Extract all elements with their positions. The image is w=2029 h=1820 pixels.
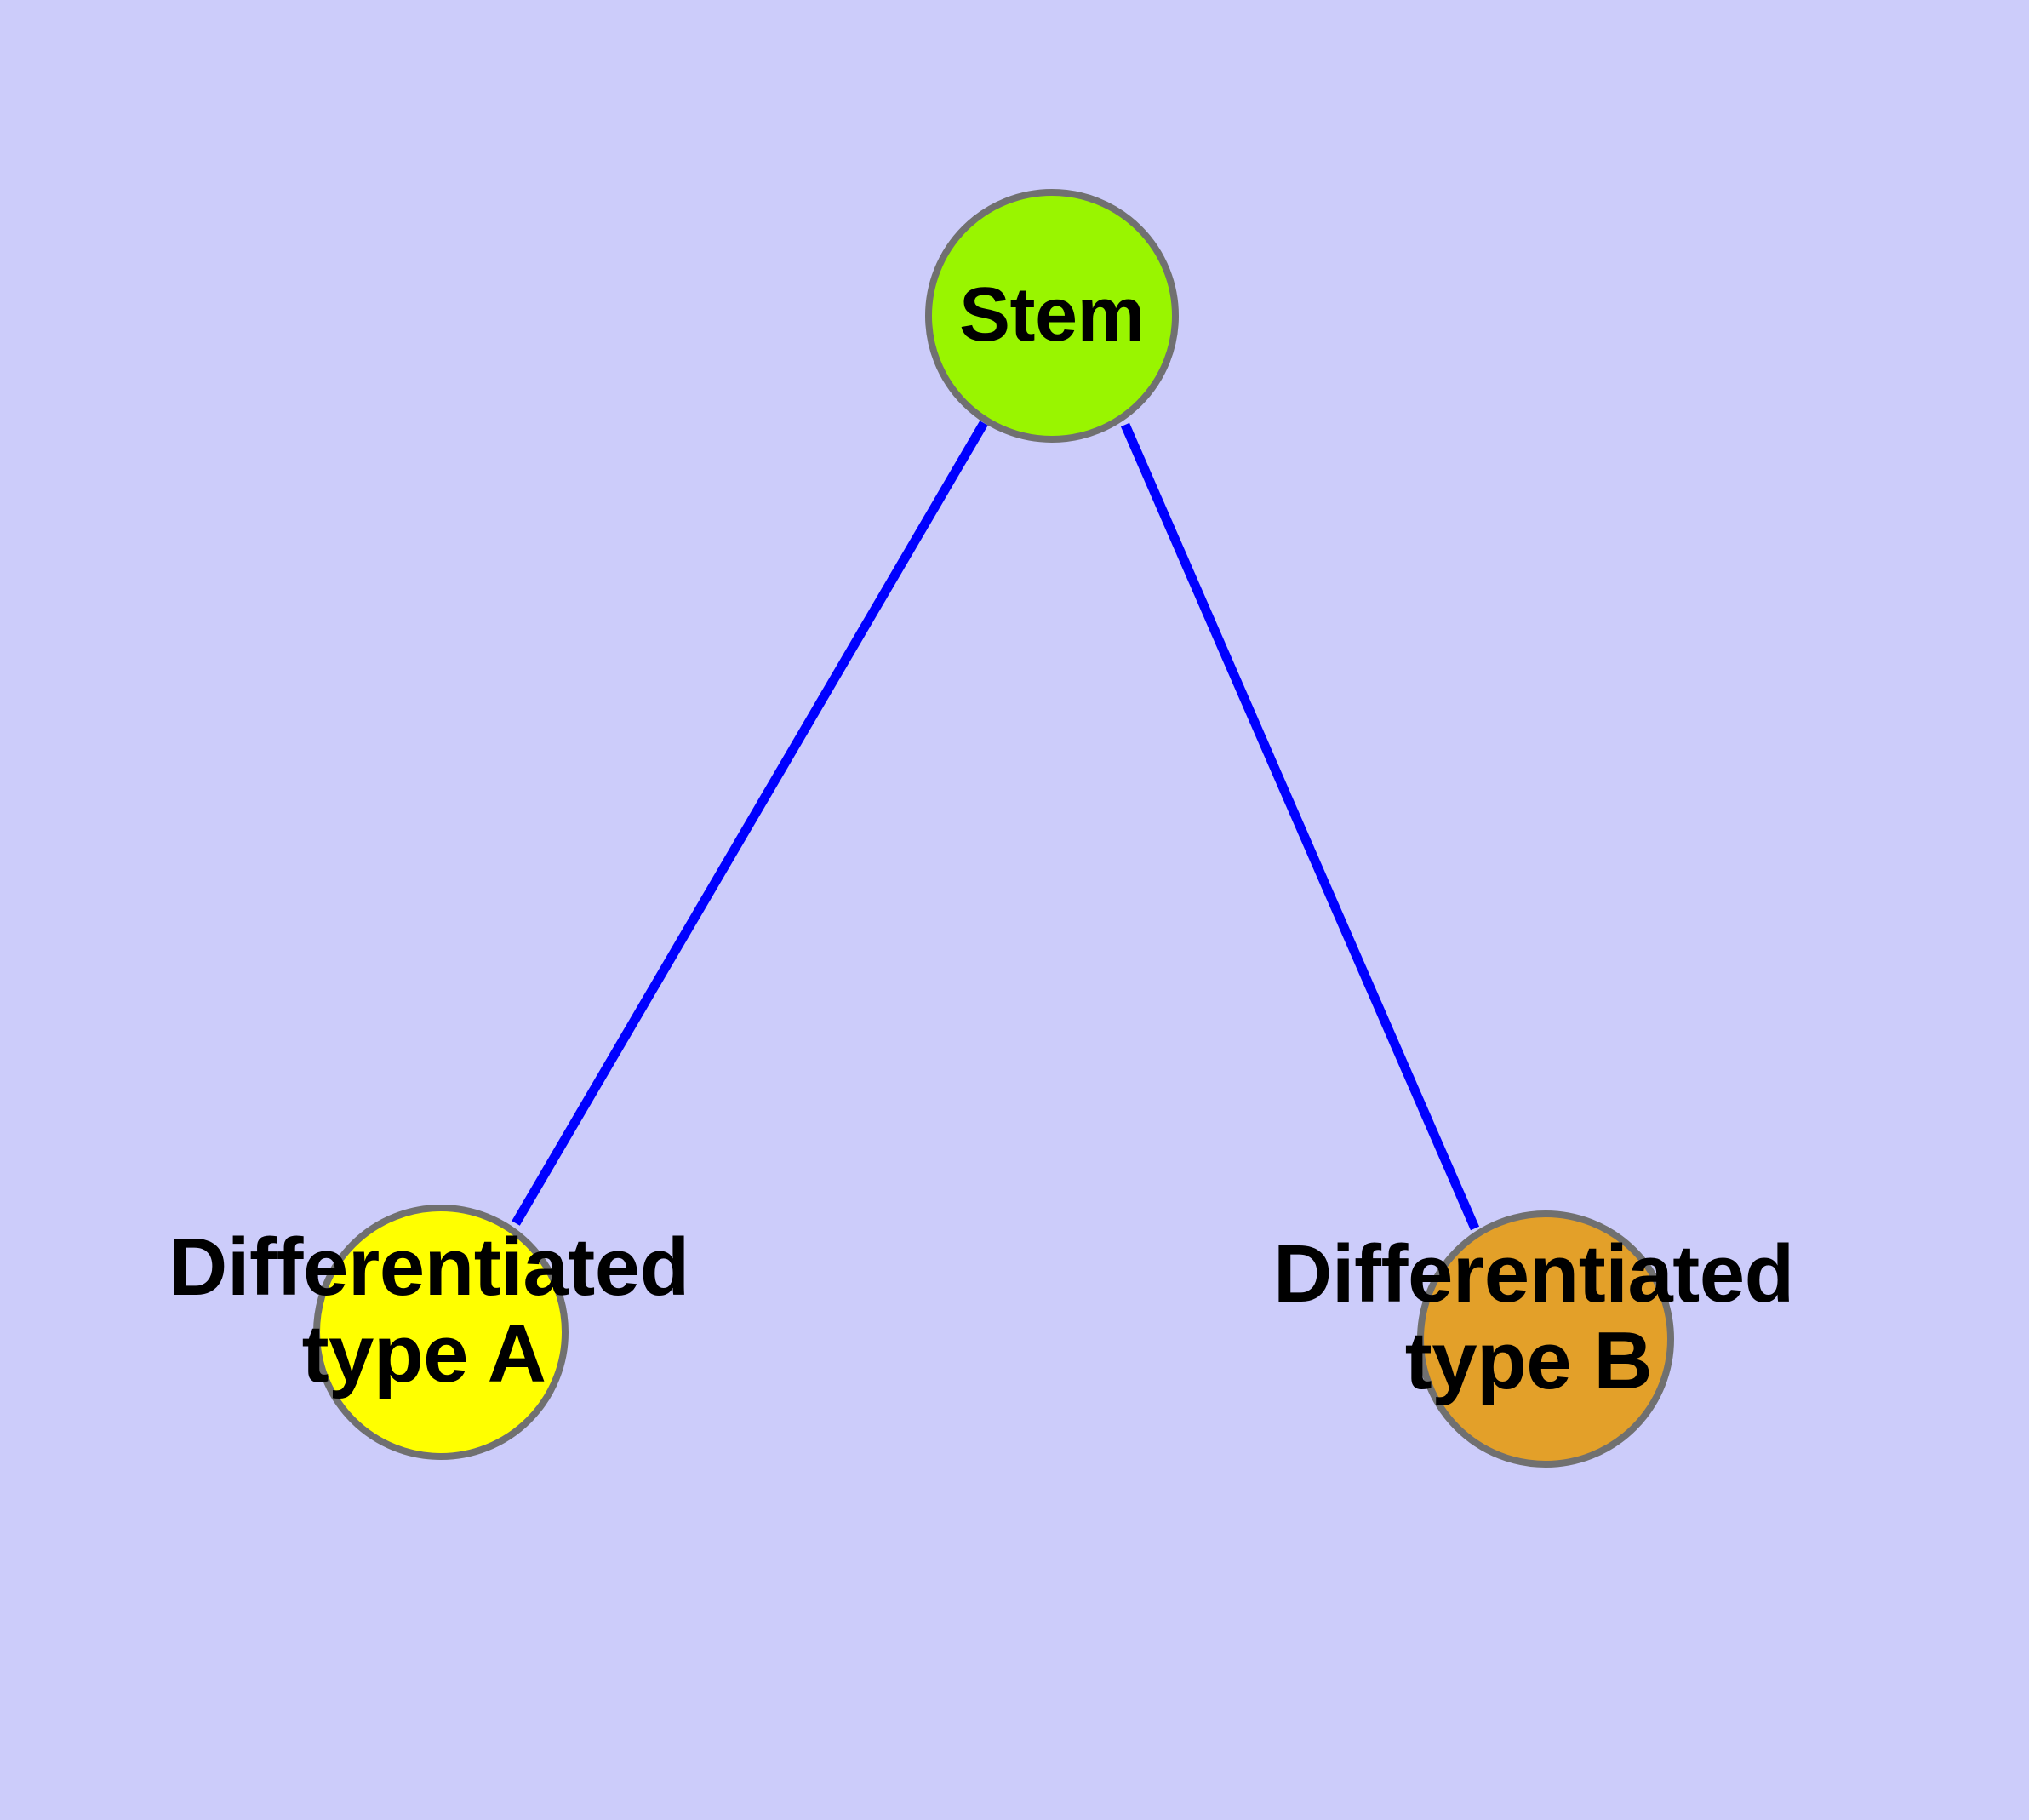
edge-stem-to-diff-a[interactable] [512,421,988,1226]
nodes-layer [313,189,1674,1468]
node-circle-diff-b[interactable] [1417,1210,1674,1468]
node-circle-stem[interactable] [925,189,1179,443]
edge-stem-to-diff-b[interactable] [1120,422,1480,1231]
node-circle-diff-a[interactable] [313,1205,569,1460]
edges-layer [512,421,1480,1231]
